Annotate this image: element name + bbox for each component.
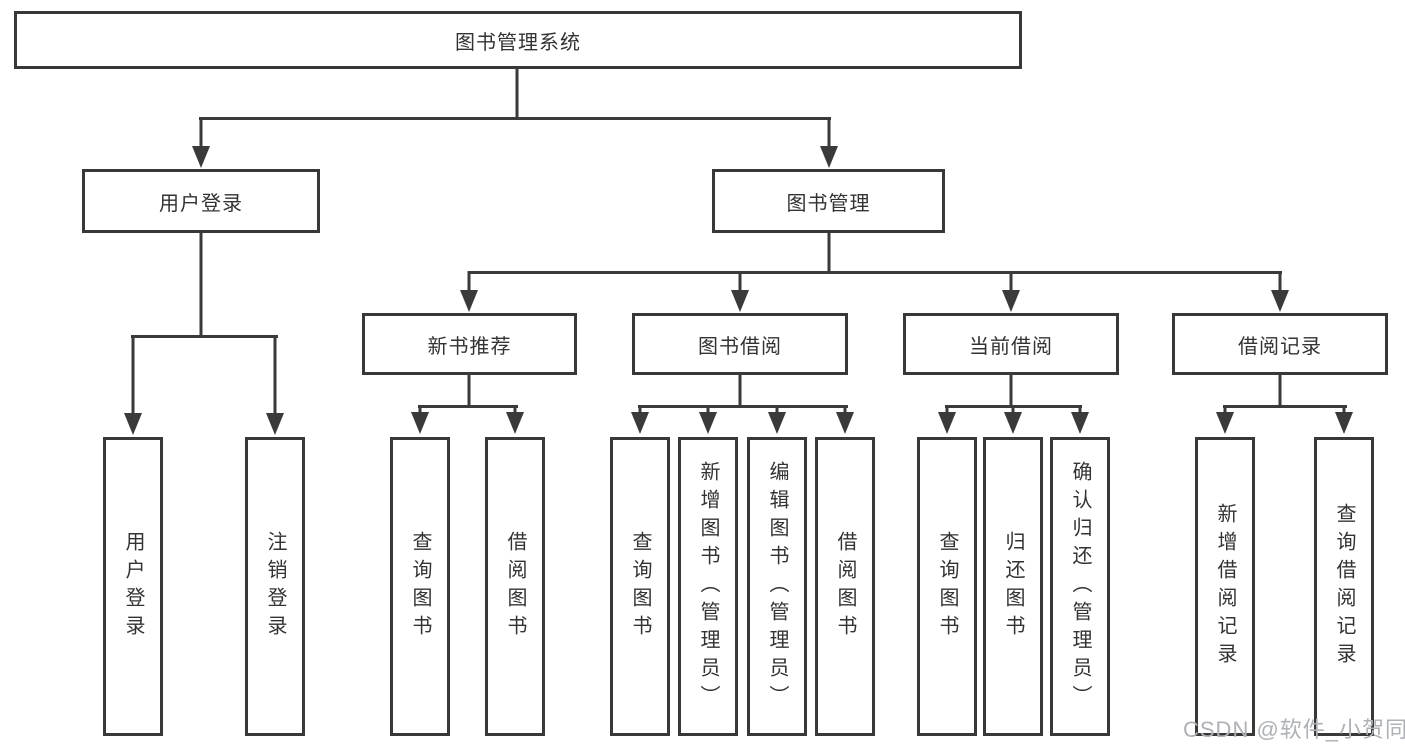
leaf-br-add-record: 新增借阅记录 [1195,437,1255,736]
connector-stem-book-mgmt [827,117,831,147]
connector-borrow-records-stem [1278,374,1282,408]
node-library-system: 图书管理系统 [14,11,1022,69]
leaf-user-login-label: 用户登录 [122,530,144,643]
connector-stem-new-book [467,271,471,292]
connector-stem-br-leaf2 [1342,405,1346,414]
connector-level3-bar [468,271,1282,274]
arrowhead-nb-leaf2 [506,412,524,434]
connector-stem-bb-leaf2 [706,405,710,414]
connector-stem-bb-leaf3 [775,405,779,414]
connector-book-borrow-stem [738,374,742,408]
leaf-bb-edit-books-admin: 编辑图书（管理员） [747,437,807,736]
arrowhead-book-borrow [731,290,749,312]
connector-stem-br-leaf1 [1223,405,1227,414]
arrowhead-bb-leaf2 [699,412,717,434]
connector-new-book-stem [467,374,471,408]
node-borrow-records: 借阅记录 [1172,313,1388,375]
leaf-bb-query-books: 查询图书 [610,437,670,736]
connector-root-stem [515,69,519,119]
connector-stem-user-login [199,117,203,147]
leaf-bb-borrow-books: 借阅图书 [815,437,875,736]
arrowhead-current-borrow [1002,290,1020,312]
connector-stem-book-borrow [738,271,742,292]
arrowhead-bb-leaf1 [631,412,649,434]
connector-book-mgmt-stem [827,232,831,274]
leaf-logout: 注销登录 [245,437,305,736]
connector-stem-bb-leaf1 [638,405,642,414]
connector-borrow-records-bar [1223,405,1347,408]
leaf-bb-add-books-admin: 新增图书（管理员） [678,437,738,736]
connector-stem-cb-leaf3 [1078,405,1082,414]
leaf-nb-borrow-books-label: 借阅图书 [504,530,526,643]
connector-user-login-bar [131,335,278,338]
node-user-login-label: 用户登录 [159,192,243,215]
connector-stem-cb-leaf2 [1011,405,1015,414]
leaf-br-add-record-label: 新增借阅记录 [1214,502,1236,671]
leaf-cb-return-books: 归还图书 [983,437,1043,736]
connector-stem-bb-leaf4 [843,405,847,414]
leaf-cb-confirm-return-admin: 确认归还（管理员） [1050,437,1110,736]
node-current-borrow-label: 当前借阅 [969,335,1053,358]
connector-stem-nb-leaf1 [418,405,422,414]
arrowhead-leaf-login [124,413,142,435]
node-book-management-label: 图书管理 [786,192,871,215]
node-book-borrow: 图书借阅 [632,313,848,375]
leaf-bb-borrow-books-label: 借阅图书 [834,530,856,643]
arrowhead-cb-leaf3 [1071,412,1089,434]
connector-user-login-stem [199,232,203,338]
connector-stem-cb-leaf1 [945,405,949,414]
leaf-bb-edit-books-admin-label: 编辑图书（管理员） [766,460,788,713]
leaf-bb-add-books-admin-label: 新增图书（管理员） [697,460,719,713]
arrowhead-bb-leaf4 [836,412,854,434]
connector-stem-leaf-login [131,335,135,415]
leaf-user-login: 用户登录 [103,437,163,736]
leaf-cb-query-books: 查询图书 [917,437,977,736]
node-current-borrow: 当前借阅 [903,313,1119,375]
arrowhead-book-mgmt [820,146,838,168]
leaf-bb-query-books-label: 查询图书 [629,530,651,643]
arrowhead-bb-leaf3 [768,412,786,434]
connector-new-book-bar [418,405,518,408]
arrowhead-new-book [460,290,478,312]
arrowhead-borrow-records [1271,290,1289,312]
csdn-watermark: CSDN @软件_小贺同学 [1183,717,1405,742]
node-user-login: 用户登录 [82,169,320,233]
connector-stem-leaf-logout [273,335,277,415]
leaf-br-query-record: 查询借阅记录 [1314,437,1374,736]
arrowhead-cb-leaf2 [1004,412,1022,434]
leaf-logout-label: 注销登录 [264,530,286,643]
connector-stem-current-borrow [1009,271,1013,292]
leaf-cb-confirm-return-admin-label: 确认归还（管理员） [1069,460,1091,713]
arrowhead-cb-leaf1 [938,412,956,434]
connector-current-borrow-stem [1009,374,1013,408]
leaf-nb-query-books: 查询图书 [390,437,450,736]
node-new-book-recommend-label: 新书推荐 [427,335,512,358]
node-borrow-records-label: 借阅记录 [1238,335,1322,358]
node-library-system-label: 图书管理系统 [455,31,581,54]
leaf-cb-return-books-label: 归还图书 [1002,530,1024,643]
connector-stem-nb-leaf2 [513,405,517,414]
node-book-borrow-label: 图书借阅 [698,335,782,358]
arrowhead-user-login [192,146,210,168]
connector-book-borrow-bar [638,405,848,408]
node-new-book-recommend: 新书推荐 [362,313,577,375]
arrowhead-nb-leaf1 [411,412,429,434]
leaf-nb-query-books-label: 查询图书 [409,530,431,643]
arrowhead-br-leaf1 [1216,412,1234,434]
connector-stem-borrow-records [1278,271,1282,292]
leaf-nb-borrow-books: 借阅图书 [485,437,545,736]
node-book-management: 图书管理 [712,169,945,233]
leaf-br-query-record-label: 查询借阅记录 [1333,502,1355,671]
leaf-cb-query-books-label: 查询图书 [936,530,958,643]
arrowhead-br-leaf2 [1335,412,1353,434]
arrowhead-leaf-logout [266,413,284,435]
connector-level2-bar [199,117,831,120]
